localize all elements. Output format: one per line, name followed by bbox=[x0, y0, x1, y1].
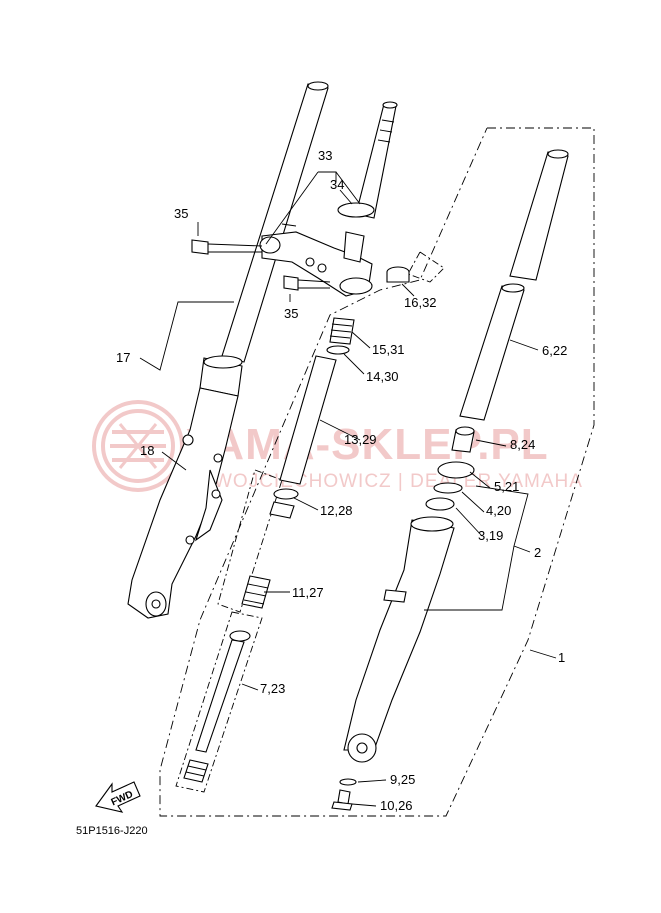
steering-bearing-34 bbox=[337, 202, 375, 218]
assembly-boundary-7-23 bbox=[175, 611, 263, 793]
piston-ring bbox=[229, 630, 251, 642]
left-fork-hole-a bbox=[213, 453, 223, 463]
spacer-13-29 bbox=[279, 355, 337, 485]
fwd-arrow: FWD bbox=[95, 781, 141, 813]
callout-18: 18 bbox=[140, 443, 154, 458]
callout-16-32: 16,32 bbox=[404, 295, 437, 310]
callout-5-21: 5,21 bbox=[494, 479, 519, 494]
callout-4-20: 4,20 bbox=[486, 503, 511, 518]
seal-3-19 bbox=[425, 497, 455, 511]
collar-15-31 bbox=[329, 317, 355, 345]
oil-seal-5-21 bbox=[437, 461, 475, 479]
watermark-subtitle: WOJCIECHOWICZ | DEALER YAMAHA bbox=[214, 471, 583, 492]
left-dust-seal-top bbox=[203, 355, 243, 369]
bracket-hole-2 bbox=[317, 263, 327, 273]
callout-17: 17 bbox=[116, 350, 130, 365]
watermark: YAMA-SKLEP.PL WOJCIECHOWICZ | DEALER YAM… bbox=[92, 400, 583, 492]
left-fork-hole-c bbox=[185, 535, 195, 545]
bushing-8-24 bbox=[451, 426, 475, 453]
callout-10-26: 10,26 bbox=[380, 798, 413, 813]
callout-11-27: 11,27 bbox=[292, 585, 324, 600]
assembly-boundary-inner bbox=[407, 251, 445, 283]
callout-15-31: 15,31 bbox=[372, 342, 405, 357]
left-axle-hole bbox=[151, 599, 161, 609]
assembly-boundary-1 bbox=[159, 127, 595, 817]
callout-8-24: 8,24 bbox=[510, 437, 535, 452]
spring-upper bbox=[269, 501, 295, 519]
bracket-hole-1 bbox=[305, 257, 315, 267]
callout-33: 33 bbox=[318, 148, 332, 163]
callout-3-19: 3,19 bbox=[478, 528, 503, 543]
leader-lines bbox=[139, 171, 557, 807]
callout-13-29: 13,29 bbox=[344, 432, 377, 447]
watermark-logo bbox=[92, 400, 184, 492]
callout-labels: 33 34 35 35 16,32 15,31 14,30 13,29 12,2… bbox=[116, 148, 567, 813]
left-inner-tube bbox=[221, 83, 329, 363]
callout-35-upper: 35 bbox=[174, 206, 188, 221]
bracket-clamp-right bbox=[339, 277, 373, 295]
callout-6-22: 6,22 bbox=[542, 343, 567, 358]
left-fork-hole-b bbox=[211, 489, 221, 499]
diagram-code: 51P1516-J220 bbox=[76, 825, 148, 837]
inner-tube-lower bbox=[459, 283, 525, 421]
callout-7-23: 7,23 bbox=[260, 681, 285, 696]
callout-12-28: 12,28 bbox=[320, 503, 353, 518]
watermark-title: YAMA-SKLEP.PL bbox=[186, 420, 549, 469]
steering-stem-assembly bbox=[259, 101, 398, 297]
washer-9-25 bbox=[339, 778, 357, 786]
left-fork-hole-upper bbox=[182, 434, 194, 446]
fork-leg-assembly-17 bbox=[127, 81, 329, 619]
pinch-bolt-35-lower bbox=[283, 275, 331, 291]
fork-tube-6-22 bbox=[509, 149, 569, 281]
outer-tube-2 bbox=[343, 516, 455, 763]
stem-neck bbox=[343, 231, 365, 263]
rebound-spring bbox=[183, 759, 209, 783]
callout-9-25: 9,25 bbox=[390, 772, 415, 787]
callout-34: 34 bbox=[330, 177, 344, 192]
bolt-10-26 bbox=[331, 789, 353, 811]
steering-stem-top bbox=[382, 101, 398, 109]
bracket-clamp-left bbox=[259, 236, 281, 254]
callout-1: 1 bbox=[558, 650, 565, 665]
left-inner-tube-top bbox=[307, 81, 329, 91]
callout-35-lower: 35 bbox=[284, 306, 298, 321]
left-outer-tube bbox=[127, 387, 239, 619]
clip-4-20 bbox=[433, 482, 463, 494]
callout-2: 2 bbox=[534, 545, 541, 560]
pinch-bolt-35-upper bbox=[191, 239, 263, 255]
oring-14-30 bbox=[326, 345, 350, 355]
cap-bolt-16-32 bbox=[386, 266, 410, 283]
washer-12-28 bbox=[273, 488, 299, 500]
assembly-boundary-11-27 bbox=[217, 469, 283, 613]
damper-rod-7-23 bbox=[195, 639, 245, 753]
callout-14-30: 14,30 bbox=[366, 369, 399, 384]
